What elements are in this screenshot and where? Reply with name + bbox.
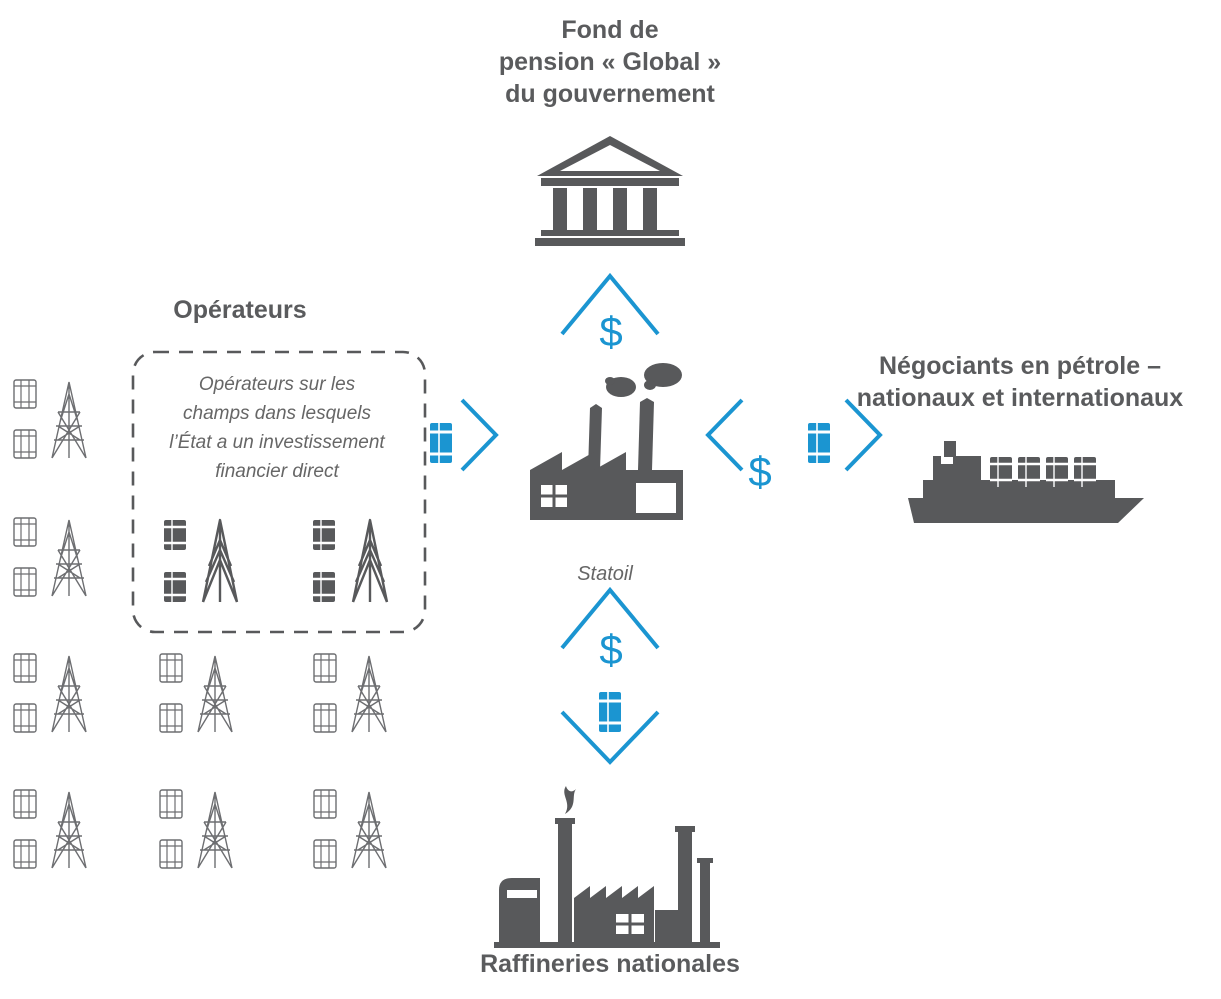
chevron-down-to-refineries	[560, 710, 660, 765]
dollar-from-refineries: $	[599, 626, 622, 673]
tanker-ship-icon	[908, 441, 1144, 523]
state-invested-wells	[162, 518, 389, 604]
operators-note-line: l’État a un investissement	[169, 432, 385, 453]
dollar-from-traders: $	[748, 448, 771, 495]
chevron-right-to-statoil	[460, 398, 499, 472]
traders-label-line: Négociants en pétrole –	[878, 352, 1162, 380]
operators-note-line: financier direct	[215, 461, 339, 482]
traders-label: Négociants en pétrole – nationaux et int…	[820, 350, 1220, 414]
traders-label-line: nationaux et internationaux	[856, 384, 1184, 412]
operators-box	[131, 350, 427, 634]
chevron-up-to-fund	[560, 272, 660, 336]
fund-label: Fond de pension « Global » du gouverneme…	[460, 14, 760, 110]
operators-title: Opérateurs	[173, 296, 307, 324]
government-building-icon	[535, 136, 685, 246]
chevron-right-to-traders	[844, 398, 883, 472]
fund-label-line: Fond de	[561, 16, 659, 44]
factory-icon	[530, 363, 683, 520]
operators-note-line: champs dans lesquels	[183, 403, 371, 424]
operators-note-line: Opérateurs sur les	[198, 374, 356, 395]
fund-label-line: du gouvernement	[505, 80, 715, 108]
operators-note: Opérateurs sur les champs dans lesquels …	[132, 370, 422, 486]
payment-symbols: $ $ $	[599, 308, 771, 673]
refinery-icon	[494, 786, 720, 948]
refineries-label: Raffineries nationales	[480, 950, 740, 978]
chevron-left-to-statoil	[705, 398, 744, 472]
chevron-up-to-statoil	[560, 586, 660, 650]
dollar-to-fund: $	[599, 308, 622, 355]
fund-label-line: pension « Global »	[498, 48, 722, 76]
flow-chevrons	[460, 272, 883, 765]
statoil-label: Statoil	[577, 563, 633, 585]
